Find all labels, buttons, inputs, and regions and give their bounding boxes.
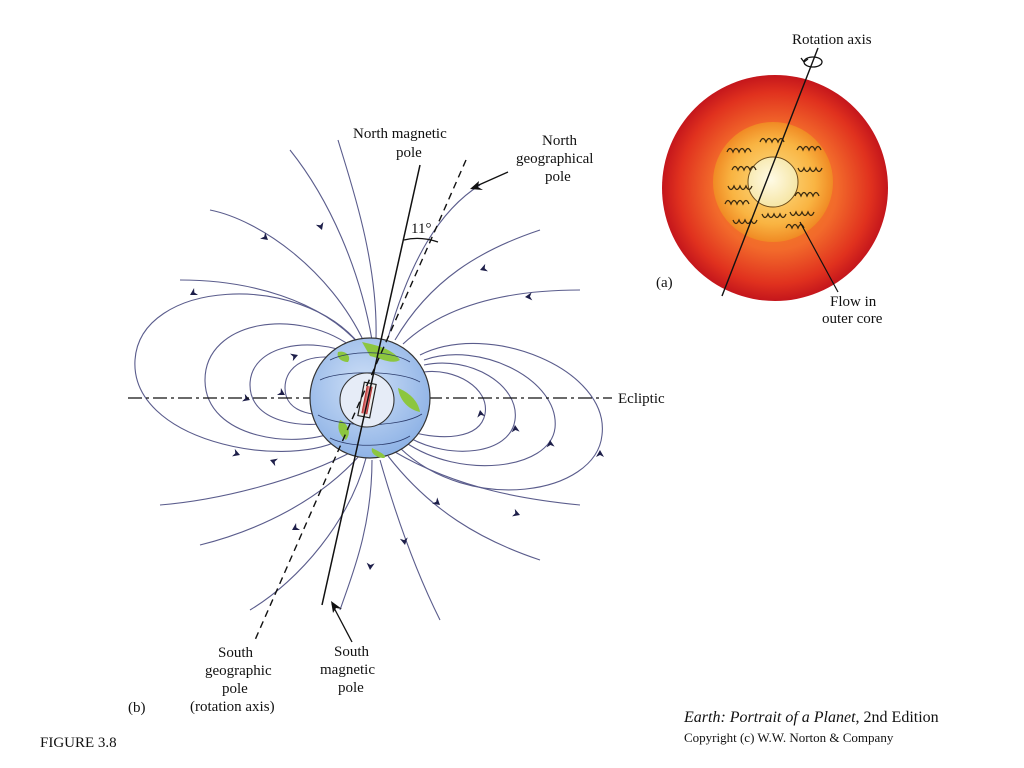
angle-label: 11° xyxy=(411,221,431,237)
svg-text:magnetic: magnetic xyxy=(320,662,375,678)
rotation-axis-line xyxy=(721,47,819,297)
svg-text:North magnetic: North magnetic xyxy=(353,126,447,142)
svg-text:South: South xyxy=(334,644,370,660)
angle-arc xyxy=(403,237,439,243)
copyright-line: Copyright (c) W.W. Norton & Company xyxy=(684,730,894,745)
flow-label-line1: Flow in xyxy=(830,294,877,310)
svg-text:pole: pole xyxy=(396,145,422,161)
figure-number: FIGURE 3.8 xyxy=(40,735,117,751)
south-geographic-pole-label: South geographic pole (rotation axis) xyxy=(190,645,275,715)
panel-a-earth-interior: Rotation axis (a) Flow in outer core xyxy=(656,32,888,327)
svg-text:North: North xyxy=(542,133,577,149)
panel-b-label: (b) xyxy=(128,700,146,716)
svg-text:pole: pole xyxy=(545,169,571,185)
north-geographical-pole-label: North geographical pole xyxy=(516,133,593,185)
svg-text:pole: pole xyxy=(222,681,248,697)
svg-text:(rotation axis): (rotation axis) xyxy=(190,699,275,715)
rotation-axis-label: Rotation axis xyxy=(792,32,872,48)
svg-text:South: South xyxy=(218,645,254,661)
flow-label-line2: outer core xyxy=(822,311,883,327)
ecliptic-label: Ecliptic xyxy=(618,391,665,407)
magnetic-axis-line xyxy=(321,164,421,606)
book-title: Earth: Portrait of a Planet xyxy=(683,709,856,726)
rotation-indicator-icon xyxy=(800,56,823,68)
book-credit: Earth: Portrait of a Planet, 2nd Edition xyxy=(683,709,939,726)
panel-b-magnetic-field: North magnetic pole North geographical p… xyxy=(128,126,665,716)
field-lines xyxy=(134,139,603,621)
north-magnetic-pole-label: North magnetic pole xyxy=(353,126,447,161)
panel-a-label: (a) xyxy=(656,275,673,291)
flow-leader-line xyxy=(799,221,839,293)
north-geo-pointer-arrow xyxy=(470,171,509,190)
book-edition: , 2nd Edition xyxy=(856,709,939,726)
svg-text:geographical: geographical xyxy=(516,151,593,167)
svg-text:geographic: geographic xyxy=(205,663,272,679)
south-magnetic-pole-label: South magnetic pole xyxy=(320,644,375,696)
field-direction-arrows xyxy=(190,222,604,570)
south-mag-pointer-arrow xyxy=(331,601,353,643)
svg-text:pole: pole xyxy=(338,680,364,696)
inner-core-disk xyxy=(747,156,799,208)
